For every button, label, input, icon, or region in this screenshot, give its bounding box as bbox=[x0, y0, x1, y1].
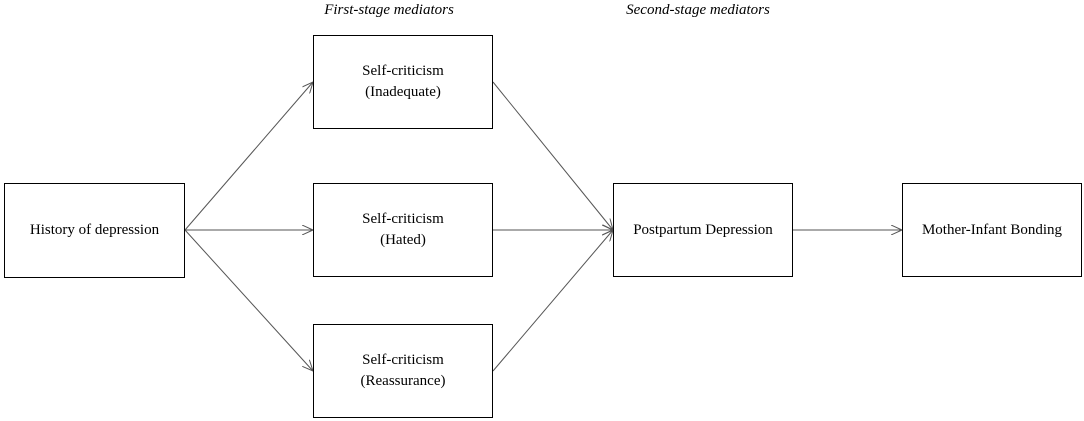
history-of-depression-node: History of depression bbox=[4, 183, 185, 278]
self-criticism-reassurance-node: Self-criticism (Reassurance) bbox=[313, 324, 493, 418]
arrow-inadequate-to-ppd bbox=[492, 81, 613, 230]
reassurance-node-line2: (Reassurance) bbox=[360, 373, 446, 389]
arrow-history-to-inadequate bbox=[184, 82, 313, 231]
history-node-label: History of depression bbox=[29, 222, 160, 238]
first-stage-label: First-stage mediators bbox=[324, 2, 454, 18]
postpartum-depression-node: Postpartum Depression bbox=[613, 183, 793, 277]
arrow-history-to-reassurance bbox=[184, 229, 313, 371]
inadequate-node-line2: (Inadequate) bbox=[365, 84, 441, 100]
self-criticism-hated-node: Self-criticism (Hated) bbox=[313, 183, 493, 277]
second-stage-label: Second-stage mediators bbox=[626, 2, 770, 18]
mother-infant-bonding-node: Mother-Infant Bonding bbox=[902, 183, 1082, 277]
hated-node-line1: Self-criticism bbox=[362, 211, 444, 227]
inadequate-node-line1: Self-criticism bbox=[362, 63, 444, 79]
edge-group bbox=[184, 81, 902, 372]
reassurance-node-line1: Self-criticism bbox=[362, 352, 444, 368]
ppd-node-label: Postpartum Depression bbox=[633, 221, 773, 238]
self-criticism-inadequate-node: Self-criticism (Inadequate) bbox=[313, 35, 493, 129]
mib-node-label: Mother-Infant Bonding bbox=[921, 221, 1063, 238]
arrow-reassurance-to-ppd bbox=[492, 230, 613, 372]
hated-node-line2: (Hated) bbox=[380, 232, 426, 248]
